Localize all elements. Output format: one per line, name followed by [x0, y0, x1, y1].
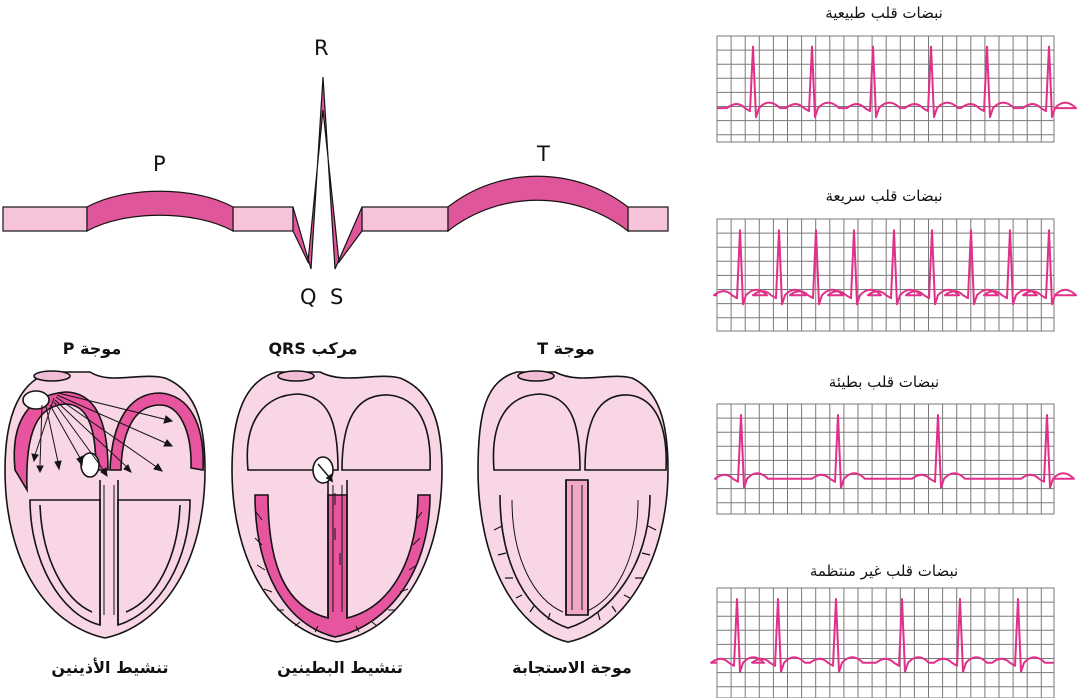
ecg-grid — [716, 403, 1055, 515]
heart-caption-t-wave: موجة الاستجابة — [512, 658, 632, 677]
ecg-grid — [716, 218, 1055, 332]
p-wave-band — [86, 190, 234, 233]
rhythm-strip-title: نبضات قلب بطيئة — [829, 373, 939, 391]
ecg-trace — [714, 414, 1075, 489]
s-label: S — [330, 285, 343, 309]
rhythm-strips: نبضات قلب طبيعية نبضات قلب سريعة نبضات قلب… — [710, 4, 1077, 698]
heart-ventricular-activation — [231, 370, 443, 643]
p-wave-label: P — [153, 152, 166, 176]
t-wave-band — [447, 175, 629, 233]
rhythm-strip-fast: نبضات قلب سريعة — [713, 187, 1077, 332]
rhythm-strip-title: نبضات قلب سريعة — [825, 187, 942, 205]
rhythm-strip-slow: نبضات قلب بطيئة — [714, 373, 1075, 515]
baseline-segment — [2, 206, 88, 232]
heart-atrial-activation — [4, 370, 206, 639]
qrs-complex-band — [292, 76, 363, 270]
heart-repolarization — [477, 370, 669, 643]
r-peak-label: R — [314, 36, 329, 60]
baseline-segment — [361, 206, 449, 232]
rhythm-strip-irregular: نبضات قلب غير منتظمة — [710, 562, 1055, 698]
heart-caption-qrs: تنشيط البطينين — [277, 658, 403, 677]
ecg-waveform: P R T Q S — [2, 36, 669, 309]
baseline-segment — [232, 206, 294, 232]
q-label: Q — [300, 285, 317, 309]
rhythm-strip-title: نبضات قلب غير منتظمة — [810, 562, 958, 580]
heart-title-p-wave: موجة P — [63, 339, 121, 358]
t-wave-label: T — [536, 142, 550, 166]
ecg-grid — [716, 35, 1055, 143]
heart-title-qrs: مركب QRS — [268, 339, 357, 358]
baseline-segment — [627, 206, 669, 232]
heart-title-t-wave: موجة T — [537, 339, 595, 358]
ecg-trace — [717, 45, 1077, 119]
rhythm-strip-normal: نبضات قلب طبيعية — [716, 4, 1077, 143]
rhythm-strip-title: نبضات قلب طبيعية — [825, 4, 943, 22]
heart-caption-p-wave: تنشيط الأذينين — [51, 658, 168, 677]
ecg-trace — [713, 229, 1077, 306]
ecg-grid — [716, 587, 1055, 698]
ecg-trace — [710, 598, 1054, 673]
